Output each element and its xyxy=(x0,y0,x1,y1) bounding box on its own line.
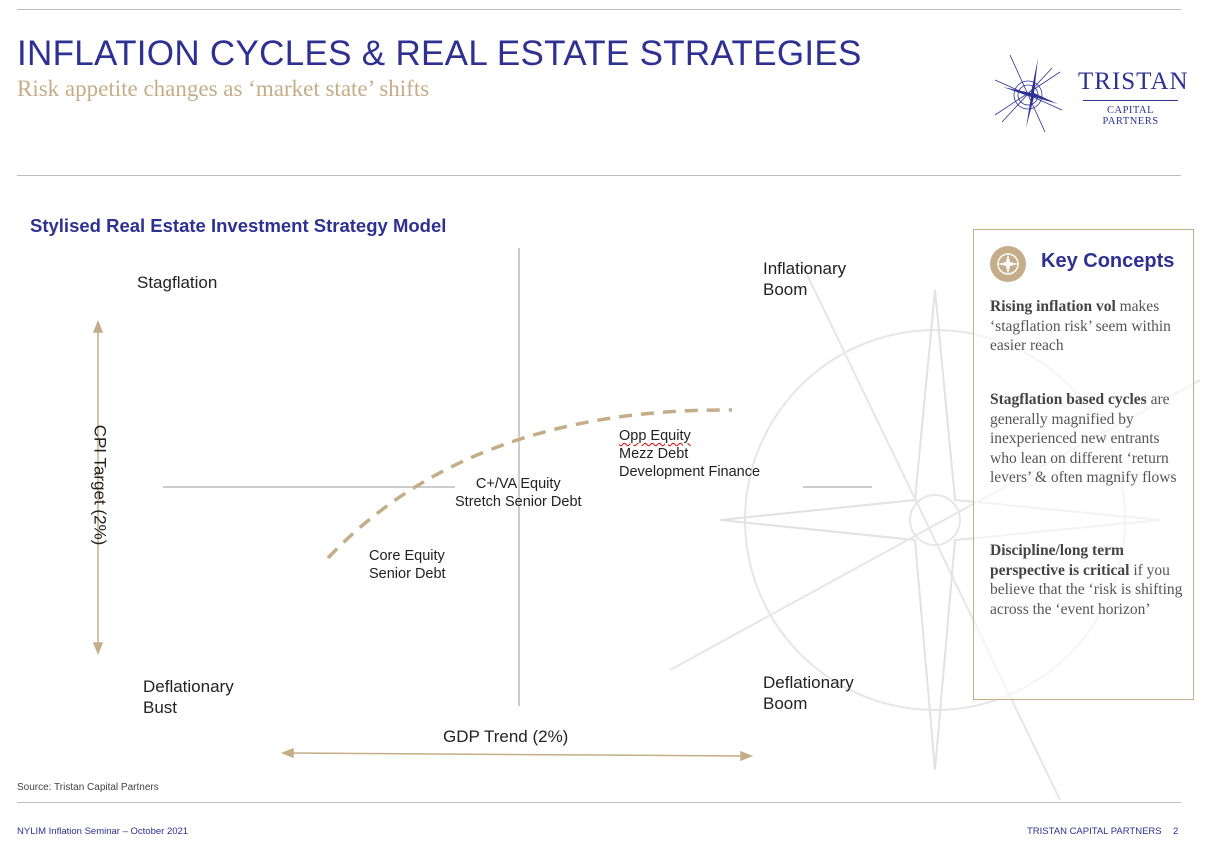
key-concept-bold: Discipline/long term perspective is crit… xyxy=(990,542,1130,579)
quadrant-deflationary-bust: Deflationary Bust xyxy=(143,676,234,718)
key-concept-item: Discipline/long term perspective is crit… xyxy=(990,541,1186,619)
quadrant-label-line: Deflationary xyxy=(143,677,234,696)
top-divider xyxy=(17,9,1181,10)
strategy-core: Core Equity Senior Debt xyxy=(369,547,446,583)
gdp-arrow xyxy=(280,747,754,762)
key-concept-text: if you believe that the ‘risk is shiftin… xyxy=(990,561,1183,618)
header-divider xyxy=(17,175,1181,176)
company-logo: TRISTAN CAPITAL PARTNERS xyxy=(990,50,1190,135)
strategy-line: Stretch Senior Debt xyxy=(455,494,582,510)
strategy-value-add: C+/VA Equity Stretch Senior Debt xyxy=(455,475,582,511)
strategy-line: Core Equity xyxy=(369,548,445,564)
quadrant-stagflation: Stagflation xyxy=(137,273,218,292)
page-title: INFLATION CYCLES & REAL ESTATE STRATEGIE… xyxy=(17,34,862,73)
strategy-opportunistic: Opp Equity Mezz Debt Development Finance xyxy=(619,427,760,481)
quadrant-inflationary-boom: Inflationary Boom xyxy=(763,258,846,300)
y-axis-label: CPI Target (2%) xyxy=(90,424,110,546)
logo-name: TRISTAN xyxy=(1078,68,1189,95)
compass-logo-icon xyxy=(994,54,1063,133)
key-concept-text: makes ‘stagflation risk’ seem within eas… xyxy=(990,298,1171,354)
source-note: Source: Tristan Capital Partners xyxy=(17,782,159,793)
page-number: 2 xyxy=(1173,826,1179,837)
model-title: Stylised Real Estate Investment Strategy… xyxy=(30,215,447,236)
page-subtitle: Risk appetite changes as ‘market state’ … xyxy=(17,76,430,101)
quadrant-label-line: Boom xyxy=(763,694,808,713)
strategy-line: Mezz Debt xyxy=(619,446,689,462)
key-concepts-title: Key Concepts xyxy=(1041,250,1175,272)
quadrant-label-line: Boom xyxy=(763,280,808,299)
key-concepts-panel: Key Concepts Rising inflation vol makes … xyxy=(973,229,1194,700)
footer-divider xyxy=(17,802,1181,803)
footer-company: TRISTAN CAPITAL PARTNERS xyxy=(1027,826,1162,837)
cpi-arrow xyxy=(92,319,104,656)
quadrant-label-line: Deflationary xyxy=(763,673,854,692)
quadrant-label-line: Inflationary xyxy=(763,259,847,278)
key-concept-item: Rising inflation vol makes ‘stagflation … xyxy=(990,297,1186,356)
logo-subtitle: CAPITAL PARTNERS xyxy=(1083,100,1178,127)
key-concept-bold: Rising inflation vol xyxy=(990,298,1116,315)
compass-icon xyxy=(990,246,1026,282)
risk-curve xyxy=(326,408,733,560)
footer-event: NYLIM Inflation Seminar – October 2021 xyxy=(17,826,189,837)
key-concept-text: are generally magnified by inexperienced… xyxy=(990,391,1177,486)
quadrant-deflationary-boom: Deflationary Boom xyxy=(763,672,854,714)
strategy-line: Development Finance xyxy=(619,464,761,480)
key-concept-bold: Stagflation based cycles xyxy=(990,391,1147,408)
strategy-line: Opp Equity xyxy=(619,428,691,444)
strategy-line: C+/VA Equity xyxy=(475,476,561,492)
x-axis-label: GDP Trend (2%) xyxy=(443,727,569,746)
quadrant-label-line: Bust xyxy=(143,698,178,717)
key-concept-item: Stagflation based cycles are generally m… xyxy=(990,390,1186,488)
strategy-line: Senior Debt xyxy=(369,566,446,582)
